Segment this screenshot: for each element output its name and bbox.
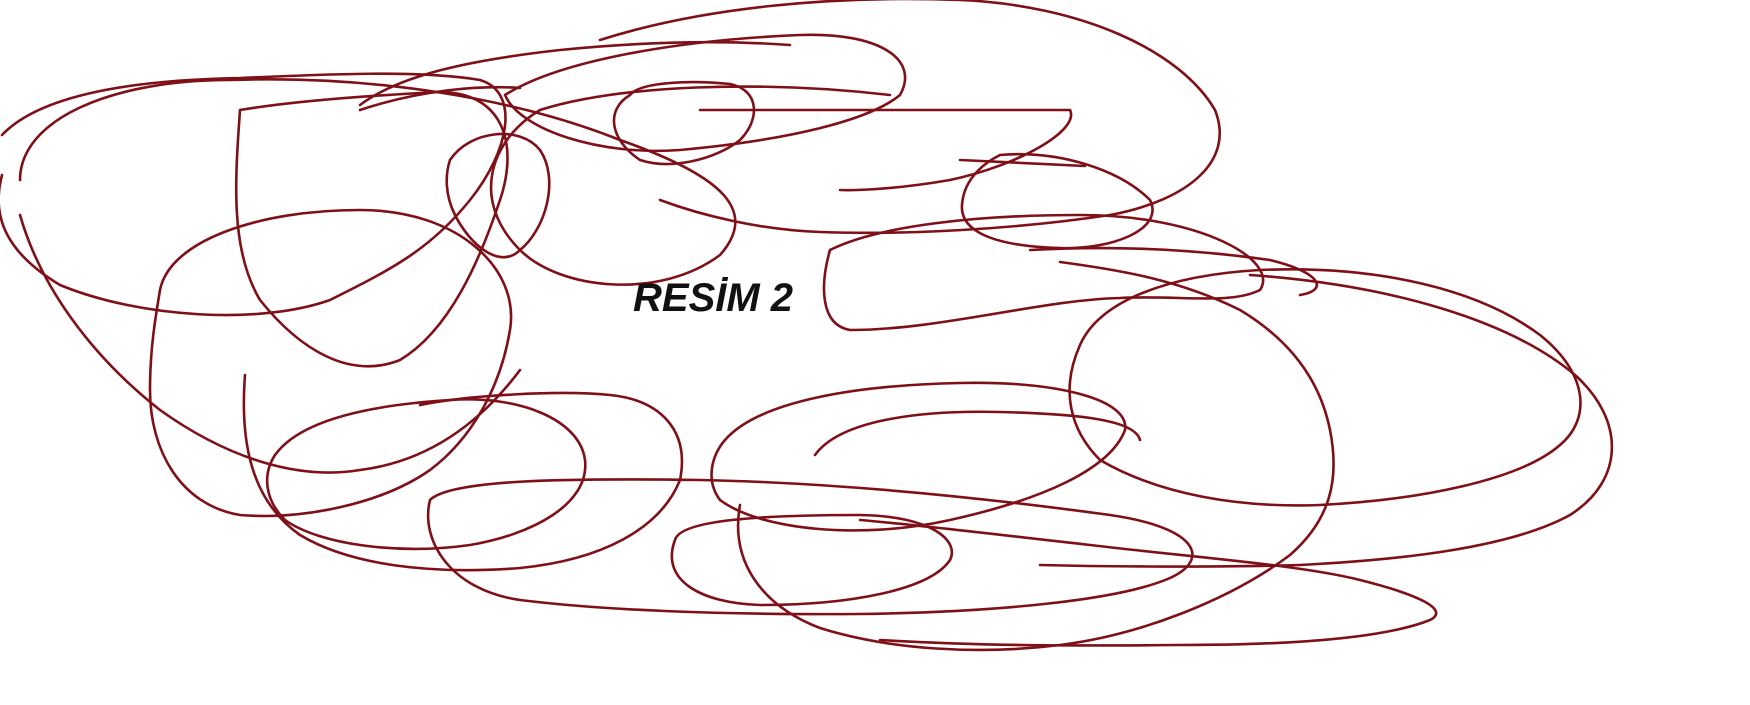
scribble-loop	[858, 518, 1438, 647]
scribble-loop	[234, 90, 509, 368]
scribble-loop	[1038, 273, 1614, 568]
scribble-loop	[1068, 268, 1582, 507]
scribble-loop	[813, 410, 1142, 457]
scribble-loop	[426, 478, 1194, 616]
scribble-loop	[710, 381, 1127, 532]
scribble-loop	[18, 78, 892, 286]
scribble-loop	[148, 208, 513, 518]
scribble-loop	[670, 513, 953, 607]
scribble-loop	[503, 33, 907, 153]
scribble-strokes	[0, 0, 1614, 652]
scribble-loop	[18, 213, 522, 474]
scribble-loop	[445, 132, 551, 259]
scribble-stroke	[958, 158, 1087, 168]
scribble-loop	[265, 398, 587, 551]
scribble-loop	[0, 72, 507, 317]
scribble-loop	[612, 80, 756, 166]
scribble-stroke	[698, 108, 1073, 192]
scribble-loop	[736, 428, 1335, 652]
drawing-label: RESİM 2	[633, 276, 794, 320]
scribble-stroke	[358, 85, 522, 112]
scribble-loop	[1058, 260, 1332, 432]
scribble-loop	[242, 373, 684, 572]
scribble-loop	[822, 213, 1265, 332]
scribble-loop	[598, 0, 1221, 235]
scribble-loop	[358, 40, 792, 107]
scribble-loop	[1028, 246, 1319, 297]
